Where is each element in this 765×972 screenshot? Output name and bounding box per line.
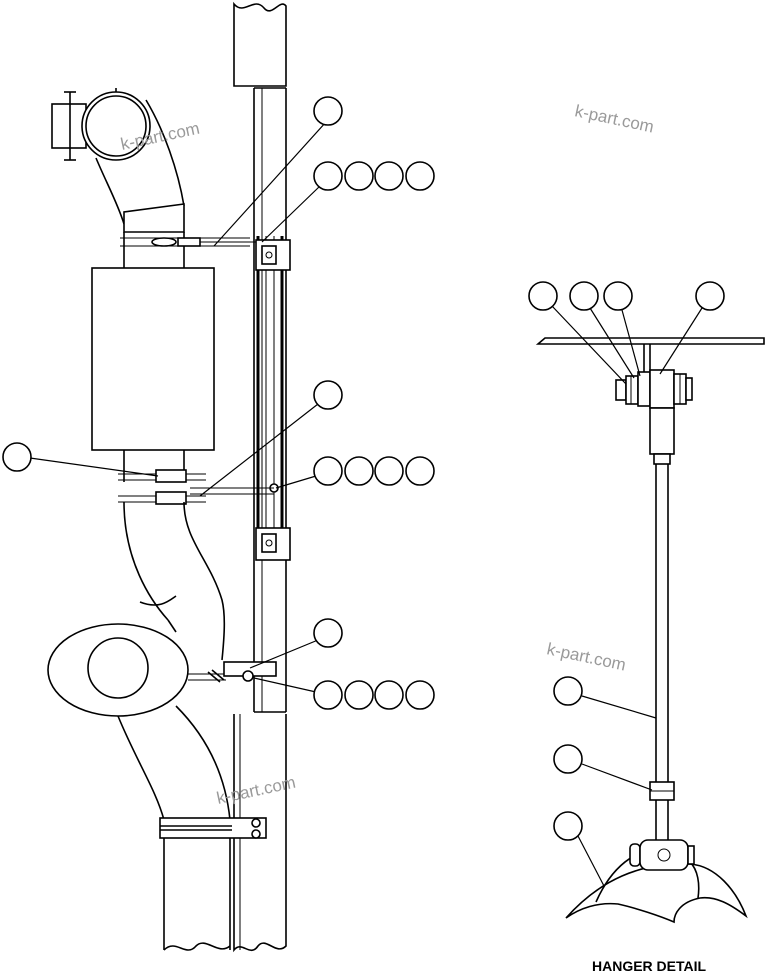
callout-bubble [553, 676, 583, 706]
inlet-elbow [51, 88, 185, 268]
callout-bubble [374, 680, 404, 710]
upper-clamp [120, 237, 256, 247]
callout-bubble [374, 456, 404, 486]
mounting-bracket [255, 236, 291, 561]
watermark: k-part.com [545, 639, 627, 674]
callout-bubble [313, 618, 343, 648]
callout-bubble [374, 161, 404, 191]
frame-rail [233, 1, 287, 953]
oval-outlet [47, 623, 277, 717]
callout-bubble [344, 161, 374, 191]
callout-bubble [603, 281, 633, 311]
callout-bubble [344, 456, 374, 486]
tail-pipe [117, 705, 267, 951]
lower-pipe [123, 501, 226, 661]
callout-bubble [313, 96, 343, 126]
callout-bubble [553, 811, 583, 841]
callouts-left [2, 96, 435, 710]
callout-bubble [569, 281, 599, 311]
callouts-hanger-detail [528, 281, 725, 887]
muffler [91, 267, 215, 482]
middle-clamp [118, 469, 274, 505]
hanger-detail [535, 337, 765, 924]
callout-bubble [528, 281, 558, 311]
callout-bubble [405, 161, 435, 191]
callout-bubble [313, 161, 343, 191]
callout-bubble [313, 456, 343, 486]
hanger-detail-caption: HANGER DETAIL [592, 958, 707, 972]
callout-bubble [344, 680, 374, 710]
callout-bubble [313, 680, 343, 710]
callout-bubble [405, 680, 435, 710]
callout-bubble [695, 281, 725, 311]
watermark: k-part.com [215, 773, 297, 808]
callout-bubble [2, 442, 32, 472]
callout-bubble [553, 744, 583, 774]
callout-bubble [313, 380, 343, 410]
callout-bubble [405, 456, 435, 486]
watermark: k-part.com [573, 101, 655, 136]
